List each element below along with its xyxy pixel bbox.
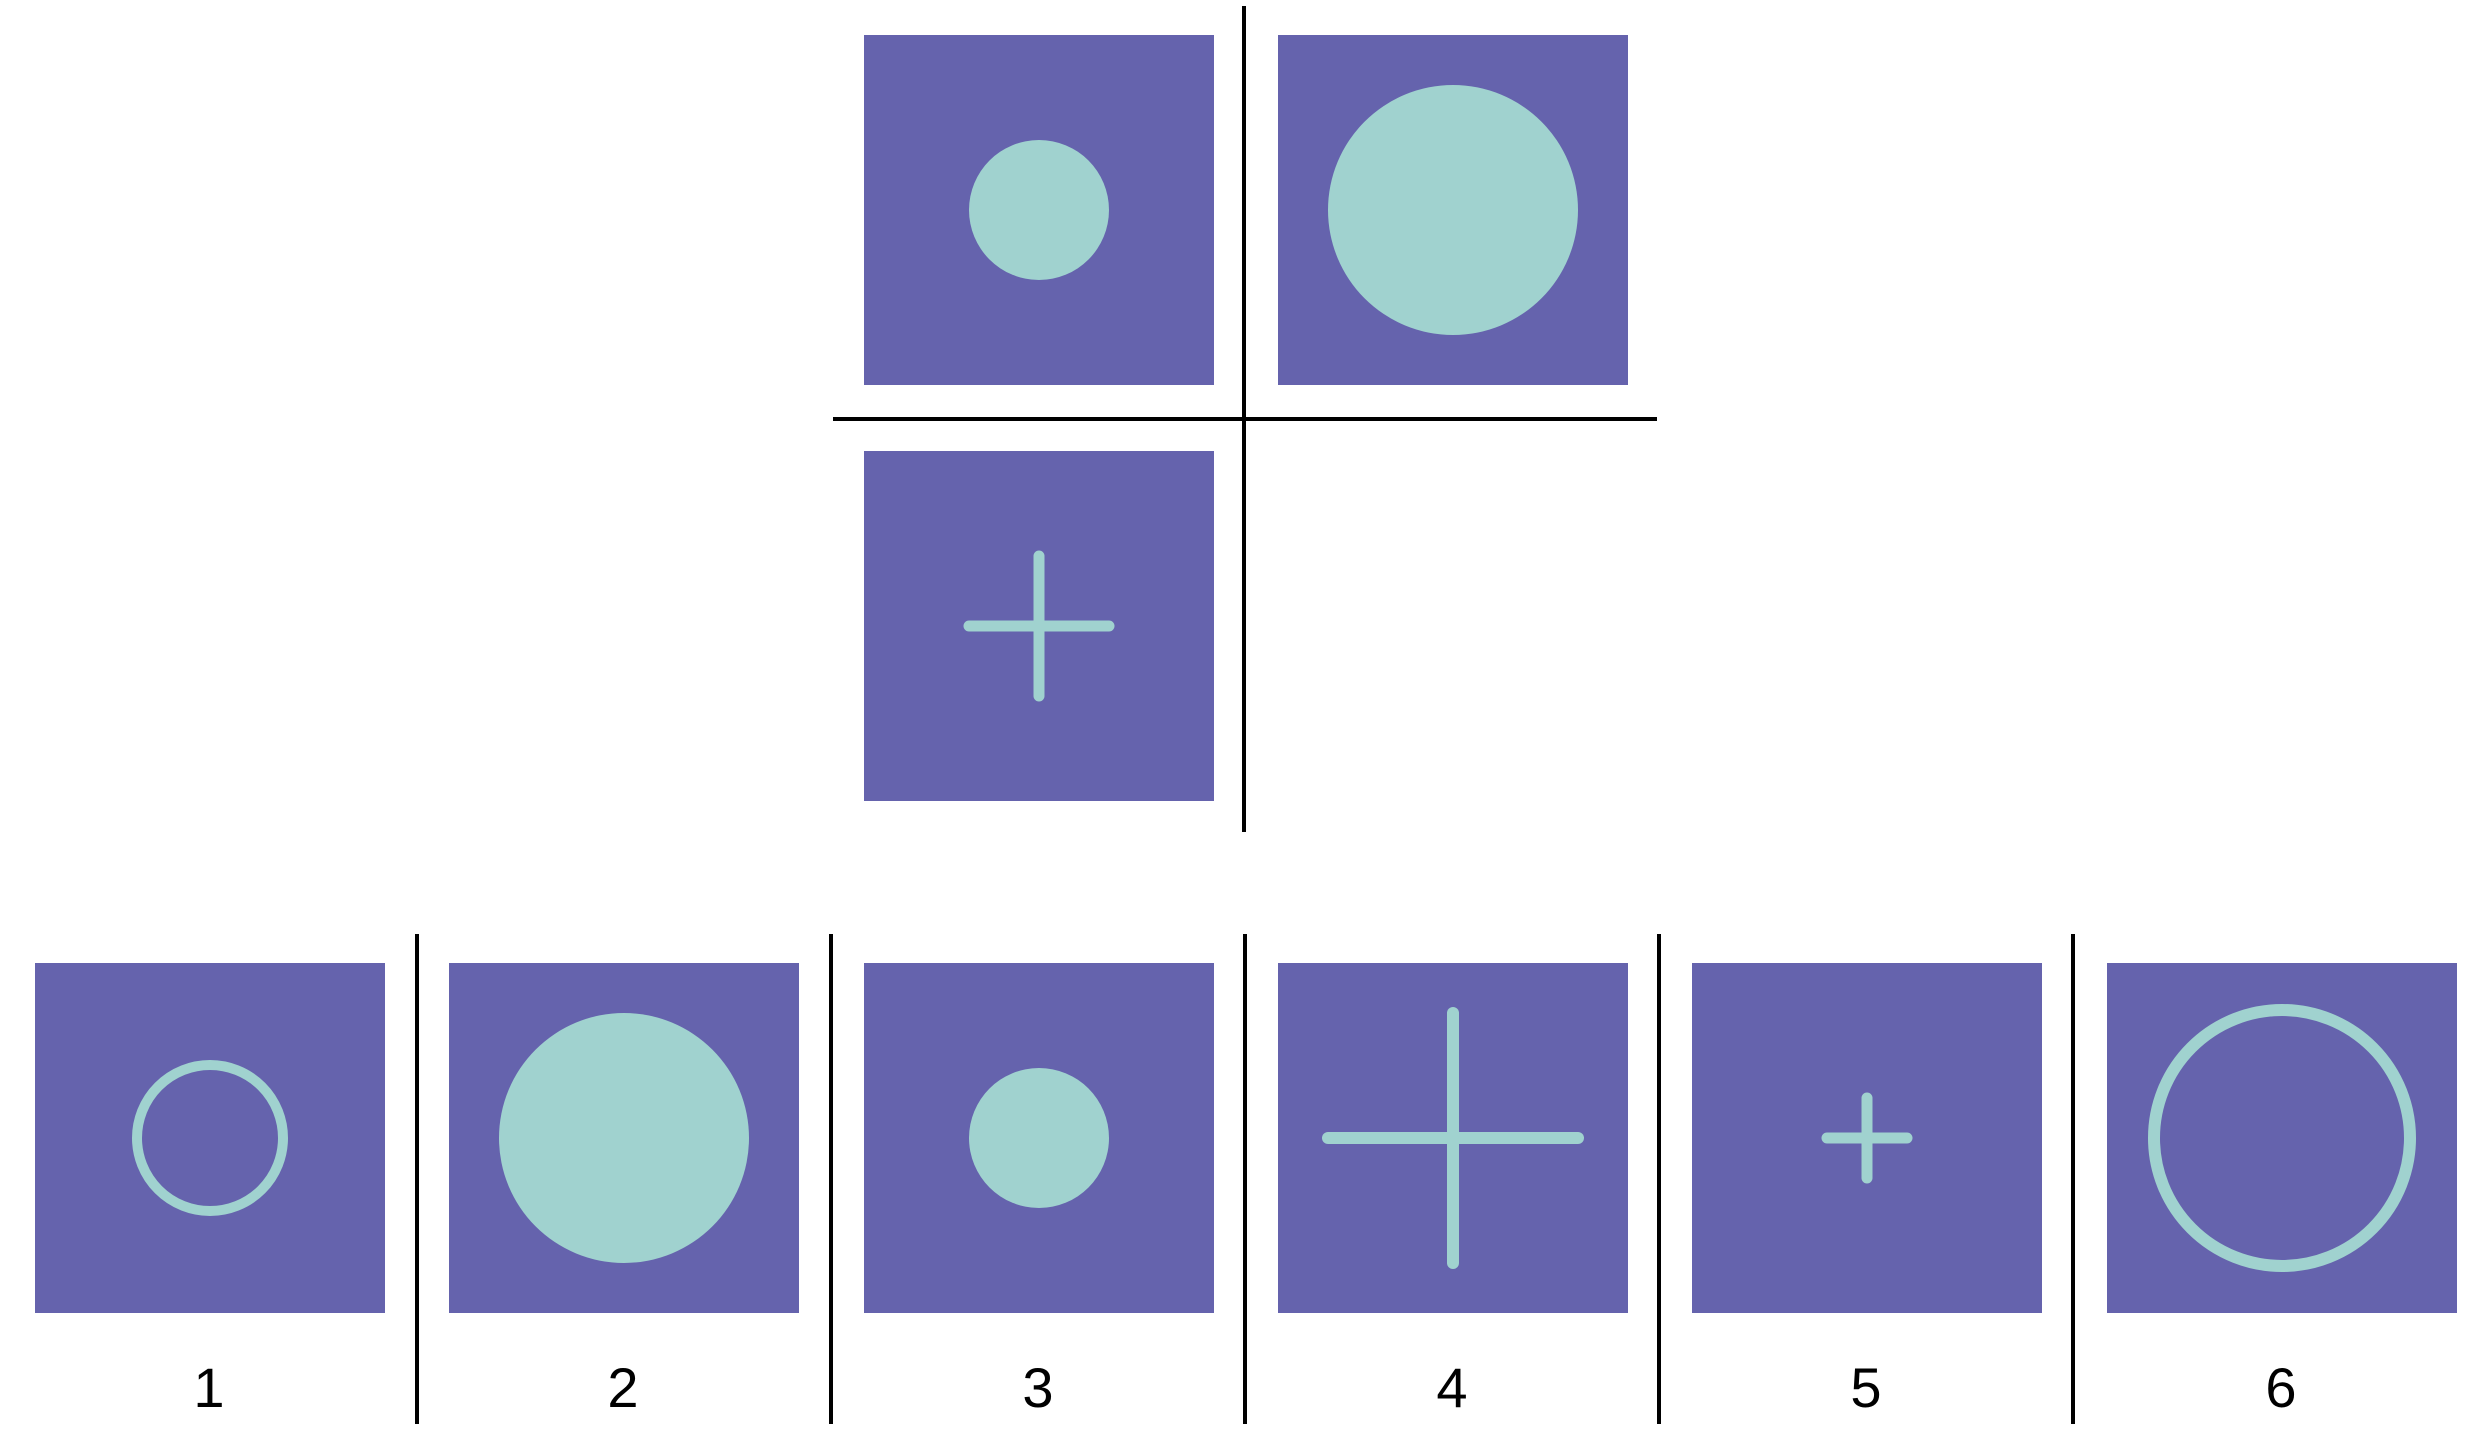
option-tile-2 xyxy=(449,963,799,1313)
matrix-cell-3 xyxy=(864,451,1214,801)
plus-shape xyxy=(963,550,1115,702)
plus-shape xyxy=(1821,1092,1913,1184)
option-label-6: 6 xyxy=(2265,1356,2297,1419)
matrix-cell-2 xyxy=(1278,35,1628,385)
option-label-3: 3 xyxy=(1022,1356,1054,1419)
matrix-cell-1 xyxy=(864,35,1214,385)
ring-shape xyxy=(132,1060,288,1216)
filled-circle-shape xyxy=(499,1013,749,1263)
tile-background xyxy=(2107,963,2457,1313)
plus-shape xyxy=(1322,1007,1584,1269)
option-label-1: 1 xyxy=(193,1356,225,1419)
option-tile-1 xyxy=(35,963,385,1313)
option-tile-6 xyxy=(2107,963,2457,1313)
option-tile-3 xyxy=(864,963,1214,1313)
filled-circle-shape xyxy=(969,140,1109,280)
tiles-layer xyxy=(35,35,2457,1313)
filled-circle-shape xyxy=(969,1068,1109,1208)
ring-shape xyxy=(2148,1004,2416,1272)
tile-background xyxy=(35,963,385,1313)
option-label-4: 4 xyxy=(1436,1356,1468,1419)
option-tile-4 xyxy=(1278,963,1628,1313)
option-label-5: 5 xyxy=(1850,1356,1882,1419)
filled-circle-shape xyxy=(1328,85,1578,335)
option-tile-5 xyxy=(1692,963,2042,1313)
option-label-2: 2 xyxy=(607,1356,639,1419)
